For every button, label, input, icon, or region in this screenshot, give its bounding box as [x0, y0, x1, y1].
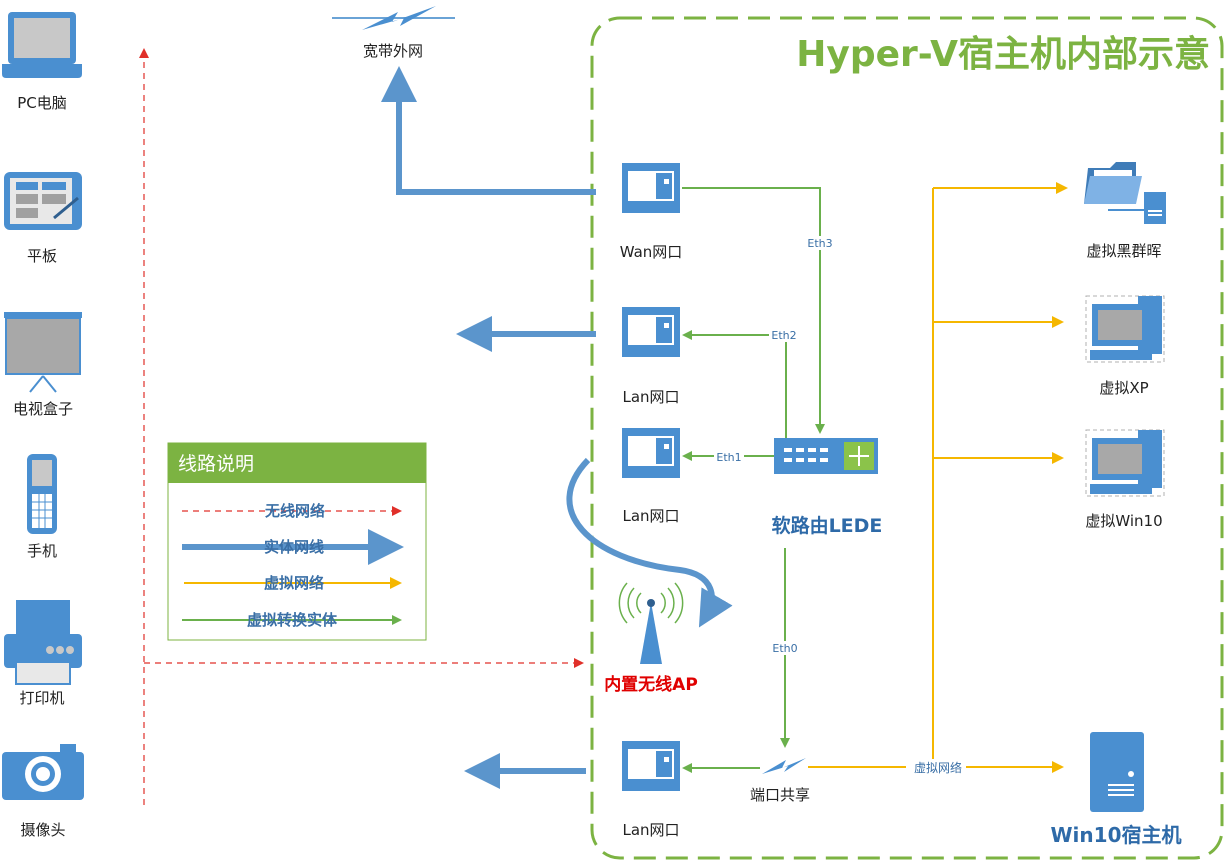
win10-vm-label: 虚拟Win10 [1085, 512, 1162, 530]
host-server-icon [1090, 732, 1144, 812]
lan-to-ap-line [566, 457, 733, 628]
printer-label: 打印机 [19, 689, 64, 707]
router-icon [774, 438, 878, 474]
host-label: Win10宿主机 [1051, 823, 1182, 847]
printer-icon [4, 600, 82, 685]
lan-port-icon-3 [622, 741, 680, 791]
legend-physical-label: 实体网线 [264, 538, 324, 556]
legend-title: 线路说明 [178, 453, 254, 475]
tv-box-label: 电视盒子 [13, 400, 73, 418]
internet-label: 宽带外网 [363, 42, 423, 60]
eth3-label: Eth3 [807, 237, 832, 250]
eth3-line [682, 187, 825, 434]
internet-lightning-icon [332, 6, 455, 30]
legend-wireless-label: 无线网络 [264, 502, 325, 520]
lan-port-icon-2 [622, 428, 680, 478]
phone-label: 手机 [27, 542, 57, 560]
legend-virtual-label: 虚拟网络 [264, 574, 324, 592]
lan-port-label-1: Lan网口 [622, 388, 679, 406]
phone-icon [27, 454, 57, 534]
lan-port-icon-1 [622, 307, 680, 357]
nas-label: 虚拟黑群晖 [1086, 242, 1161, 260]
host-title: Hyper-V宿主机内部示意 [796, 34, 1210, 75]
lan-port-label-3: Lan网口 [622, 821, 679, 839]
win10-vm-computer-icon [1085, 429, 1165, 497]
camera-icon [2, 744, 84, 800]
tablet-icon [4, 172, 82, 230]
port-share-label: 端口共享 [750, 786, 810, 804]
eth1-label: Eth1 [716, 451, 741, 464]
camera-label: 摄像头 [20, 821, 65, 839]
legend-convert-label: 虚拟转换实体 [247, 611, 338, 629]
tablet-label: 平板 [27, 247, 57, 265]
xp-label: 虚拟XP [1099, 379, 1148, 397]
eth2-label: Eth2 [771, 329, 796, 342]
virtual-net-label: 虚拟网络 [914, 760, 962, 775]
router-label: 软路由LEDE [772, 514, 883, 537]
wan-port-label: Wan网口 [620, 243, 683, 261]
tv-box-icon [4, 312, 82, 393]
xp-computer-icon [1085, 295, 1165, 363]
lan-port-label-2: Lan网口 [622, 507, 679, 525]
host-boundary [590, 16, 1224, 860]
wireless-ap-icon [618, 582, 684, 664]
port-share-lightning-icon [762, 758, 806, 774]
eth2-line [682, 330, 787, 440]
eth0-label: Eth0 [772, 642, 797, 655]
wan-to-internet-line [381, 66, 596, 195]
legend: 线路说明 无线网络 实体网线 虚拟网络 虚拟转换实体 [167, 442, 427, 641]
laptop-icon [2, 12, 82, 78]
nas-folder-icon [1084, 162, 1166, 224]
pc-label: PC电脑 [17, 94, 67, 112]
ap-label: 内置无线AP [604, 674, 698, 695]
wan-port-icon [622, 163, 680, 213]
